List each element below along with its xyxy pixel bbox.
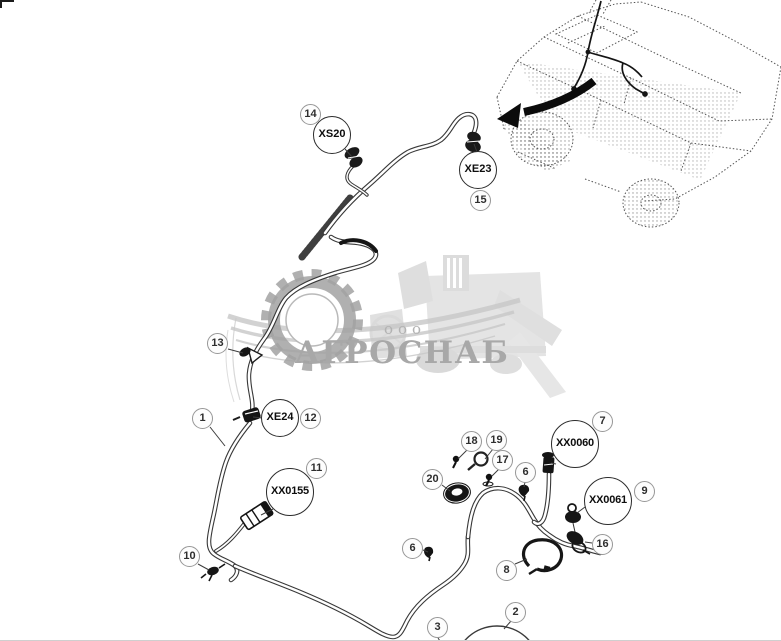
- callout-11[interactable]: 11: [306, 458, 327, 479]
- connector-label-xx0061[interactable]: XX0061: [584, 477, 632, 525]
- part-cable-tie-8: [521, 538, 564, 576]
- page-corner-mark: [0, 0, 14, 2]
- harness-loop-bold: [339, 238, 378, 253]
- part-connector-xe24: [232, 407, 261, 423]
- callout-10[interactable]: 10: [179, 546, 200, 567]
- part-connector-xe23: [465, 131, 481, 153]
- parts: [200, 131, 591, 640]
- connector-label-xx0060[interactable]: XX0060: [551, 420, 599, 468]
- callout-6-lower[interactable]: 6: [402, 538, 423, 559]
- watermark-company-name: АГРОСНАБ: [295, 335, 510, 371]
- callout-18[interactable]: 18: [461, 431, 482, 452]
- leader-lines: [197, 143, 593, 640]
- harness-tubes: [206, 111, 603, 640]
- connector-label-xe23[interactable]: XE23: [459, 151, 497, 189]
- part-screw-18: [452, 455, 460, 469]
- callout-16[interactable]: 16: [592, 534, 613, 555]
- watermark-prefix: ооо: [384, 320, 426, 338]
- part-clip-16: [566, 531, 591, 555]
- part-connector-xx0155: [240, 501, 274, 531]
- callout-7[interactable]: 7: [592, 411, 613, 432]
- part-grommet-20: [443, 482, 471, 504]
- callout-2[interactable]: 2: [505, 602, 526, 623]
- callout-19[interactable]: 19: [486, 430, 507, 451]
- callout-12[interactable]: 12: [300, 408, 321, 429]
- part-screw-17: [482, 473, 494, 487]
- vehicle-harness-line: [571, 0, 648, 97]
- page-corner-mark: [0, 0, 2, 8]
- callout-6-upper[interactable]: 6: [515, 462, 536, 483]
- part-clip-6-lower: [424, 546, 434, 562]
- part-connector-xx0060: [542, 452, 555, 474]
- callout-13[interactable]: 13: [207, 333, 228, 354]
- part-bracket-13: [239, 346, 264, 365]
- connector-label-xx0155[interactable]: XX0155: [266, 468, 314, 516]
- callout-3[interactable]: 3: [427, 617, 448, 638]
- callout-8[interactable]: 8: [496, 560, 517, 581]
- part-clamp-19: [467, 451, 489, 471]
- callout-14[interactable]: 14: [300, 104, 321, 125]
- connector-label-xe24[interactable]: XE24: [261, 399, 299, 437]
- callout-15[interactable]: 15: [470, 190, 491, 211]
- watermark-graphic: ооо АГРОСНАБ: [225, 255, 566, 403]
- part-clip-6-upper: [518, 484, 530, 502]
- callout-17[interactable]: 17: [492, 450, 513, 471]
- detail-circle-2: [464, 625, 530, 640]
- vehicle-sketch: [496, 0, 781, 228]
- part-connector-xs20: [344, 147, 363, 168]
- corrugated-conduit: [298, 194, 354, 261]
- callout-1[interactable]: 1: [192, 408, 213, 429]
- callout-20[interactable]: 20: [422, 469, 443, 490]
- part-clip-xx0061: [565, 503, 581, 533]
- callout-9[interactable]: 9: [634, 481, 655, 502]
- location-arrow-icon: [497, 77, 597, 128]
- connector-label-xs20[interactable]: XS20: [313, 116, 351, 154]
- part-clip-10: [200, 563, 226, 582]
